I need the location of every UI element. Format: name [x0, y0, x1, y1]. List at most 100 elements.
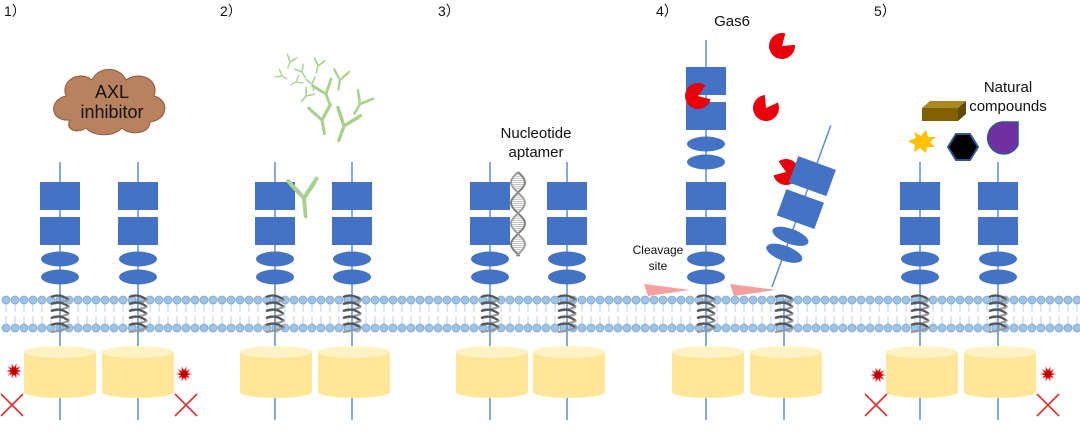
- tm-helix: [128, 315, 148, 322]
- axl-receptor: [255, 162, 295, 420]
- lipid-head: [721, 323, 731, 333]
- lipid-head: [307, 323, 317, 333]
- tm-helix: [910, 322, 930, 329]
- antibodies-group: [274, 53, 375, 219]
- antibody-arm: [322, 102, 332, 118]
- panel-number-5: 5）: [874, 3, 896, 19]
- axl-receptor: [470, 162, 510, 420]
- tm-helix: [910, 326, 930, 334]
- kinase-domain: [318, 346, 390, 398]
- tm-helix: [480, 322, 500, 329]
- lipid-head: [892, 295, 902, 305]
- lipid-head: [424, 295, 434, 305]
- lipid-head: [1072, 295, 1080, 305]
- lipid-head: [685, 295, 695, 305]
- lipid-head: [901, 295, 911, 305]
- lipid-head: [1063, 295, 1073, 305]
- lipid-head: [442, 295, 452, 305]
- lipid-head: [748, 295, 758, 305]
- lipid-head: [172, 323, 182, 333]
- tm-helix: [342, 315, 362, 322]
- lipid-head: [685, 323, 695, 333]
- lipid-head: [1, 323, 11, 333]
- lipid-head: [109, 295, 119, 305]
- starburst-icon: [1039, 366, 1057, 382]
- lipid-head: [514, 295, 524, 305]
- lipid-head: [235, 295, 245, 305]
- lipid-head: [856, 323, 866, 333]
- lipid-head: [316, 323, 326, 333]
- antibody-icon: [286, 176, 319, 219]
- kinase-domain: [24, 346, 96, 398]
- antibody-icon: [307, 102, 332, 136]
- antibody-arm: [333, 67, 340, 78]
- lipid-head: [181, 295, 191, 305]
- antibody-icon: [293, 63, 306, 79]
- starburst-icon: [908, 130, 936, 153]
- antibody-arm: [305, 176, 319, 195]
- antibody-arm: [312, 75, 316, 83]
- lipid-head: [469, 323, 479, 333]
- kinase-body: [750, 352, 822, 392]
- antibody-icon: [300, 86, 316, 103]
- lipid-head: [28, 323, 38, 333]
- lipid-head: [973, 323, 983, 333]
- cross-stroke: [174, 393, 198, 417]
- tm-helix: [128, 322, 148, 329]
- lipid-head: [100, 323, 110, 333]
- kinase-body: [240, 352, 312, 392]
- lipid-head: [244, 323, 254, 333]
- lipid-head: [748, 323, 758, 333]
- tm-helix: [774, 294, 794, 301]
- panel-number-2: 2）: [220, 3, 242, 19]
- antibody-arm: [297, 81, 304, 84]
- antibody-arm: [304, 78, 311, 84]
- ig-domain: [900, 217, 940, 245]
- tm-helix: [910, 294, 930, 301]
- lipid-head: [1063, 323, 1073, 333]
- tm-helix: [480, 308, 500, 315]
- lipid-head: [1045, 323, 1055, 333]
- kinase-body: [24, 352, 96, 392]
- lipid-head: [766, 295, 776, 305]
- lipid-head: [865, 295, 875, 305]
- lipid-head: [730, 295, 740, 305]
- cross-stroke: [1036, 393, 1060, 417]
- fn3-domain: [119, 251, 157, 267]
- lipid-head: [217, 323, 227, 333]
- fn3-domain: [687, 251, 725, 267]
- lipid-head: [676, 323, 686, 333]
- panel-number-4: 4）: [656, 3, 678, 19]
- lipid-head: [415, 323, 425, 333]
- antibody-arm: [291, 57, 298, 62]
- antibody-arm: [362, 97, 375, 104]
- cell-membrane: [1, 295, 1080, 333]
- axl-receptor: [547, 162, 587, 420]
- lipid-head: [397, 323, 407, 333]
- lipid-head: [550, 295, 560, 305]
- kinase-body: [318, 352, 390, 392]
- antibody-arm: [346, 114, 363, 125]
- lipid-head: [1036, 323, 1046, 333]
- cleavage-site-label-2: site: [649, 259, 668, 273]
- lipid-head: [298, 323, 308, 333]
- lipid-head: [226, 295, 236, 305]
- aptamer-strand: [510, 171, 526, 257]
- lipid-head: [955, 323, 965, 333]
- lipid-head: [154, 295, 164, 305]
- lipid-head: [811, 295, 821, 305]
- lipid-head: [829, 295, 839, 305]
- lipid-head: [532, 295, 542, 305]
- lipid-head: [325, 295, 335, 305]
- antibody-icon: [333, 67, 351, 91]
- lipid-head: [460, 295, 470, 305]
- fn3-domain: [471, 251, 509, 267]
- tm-helix: [342, 308, 362, 315]
- tm-helix: [774, 301, 794, 308]
- axl-receptor: [332, 162, 372, 420]
- kinase-domain: [750, 346, 822, 398]
- ig-domain: [40, 217, 80, 245]
- cross-icon: [0, 393, 24, 417]
- fn3-domain: [333, 269, 371, 285]
